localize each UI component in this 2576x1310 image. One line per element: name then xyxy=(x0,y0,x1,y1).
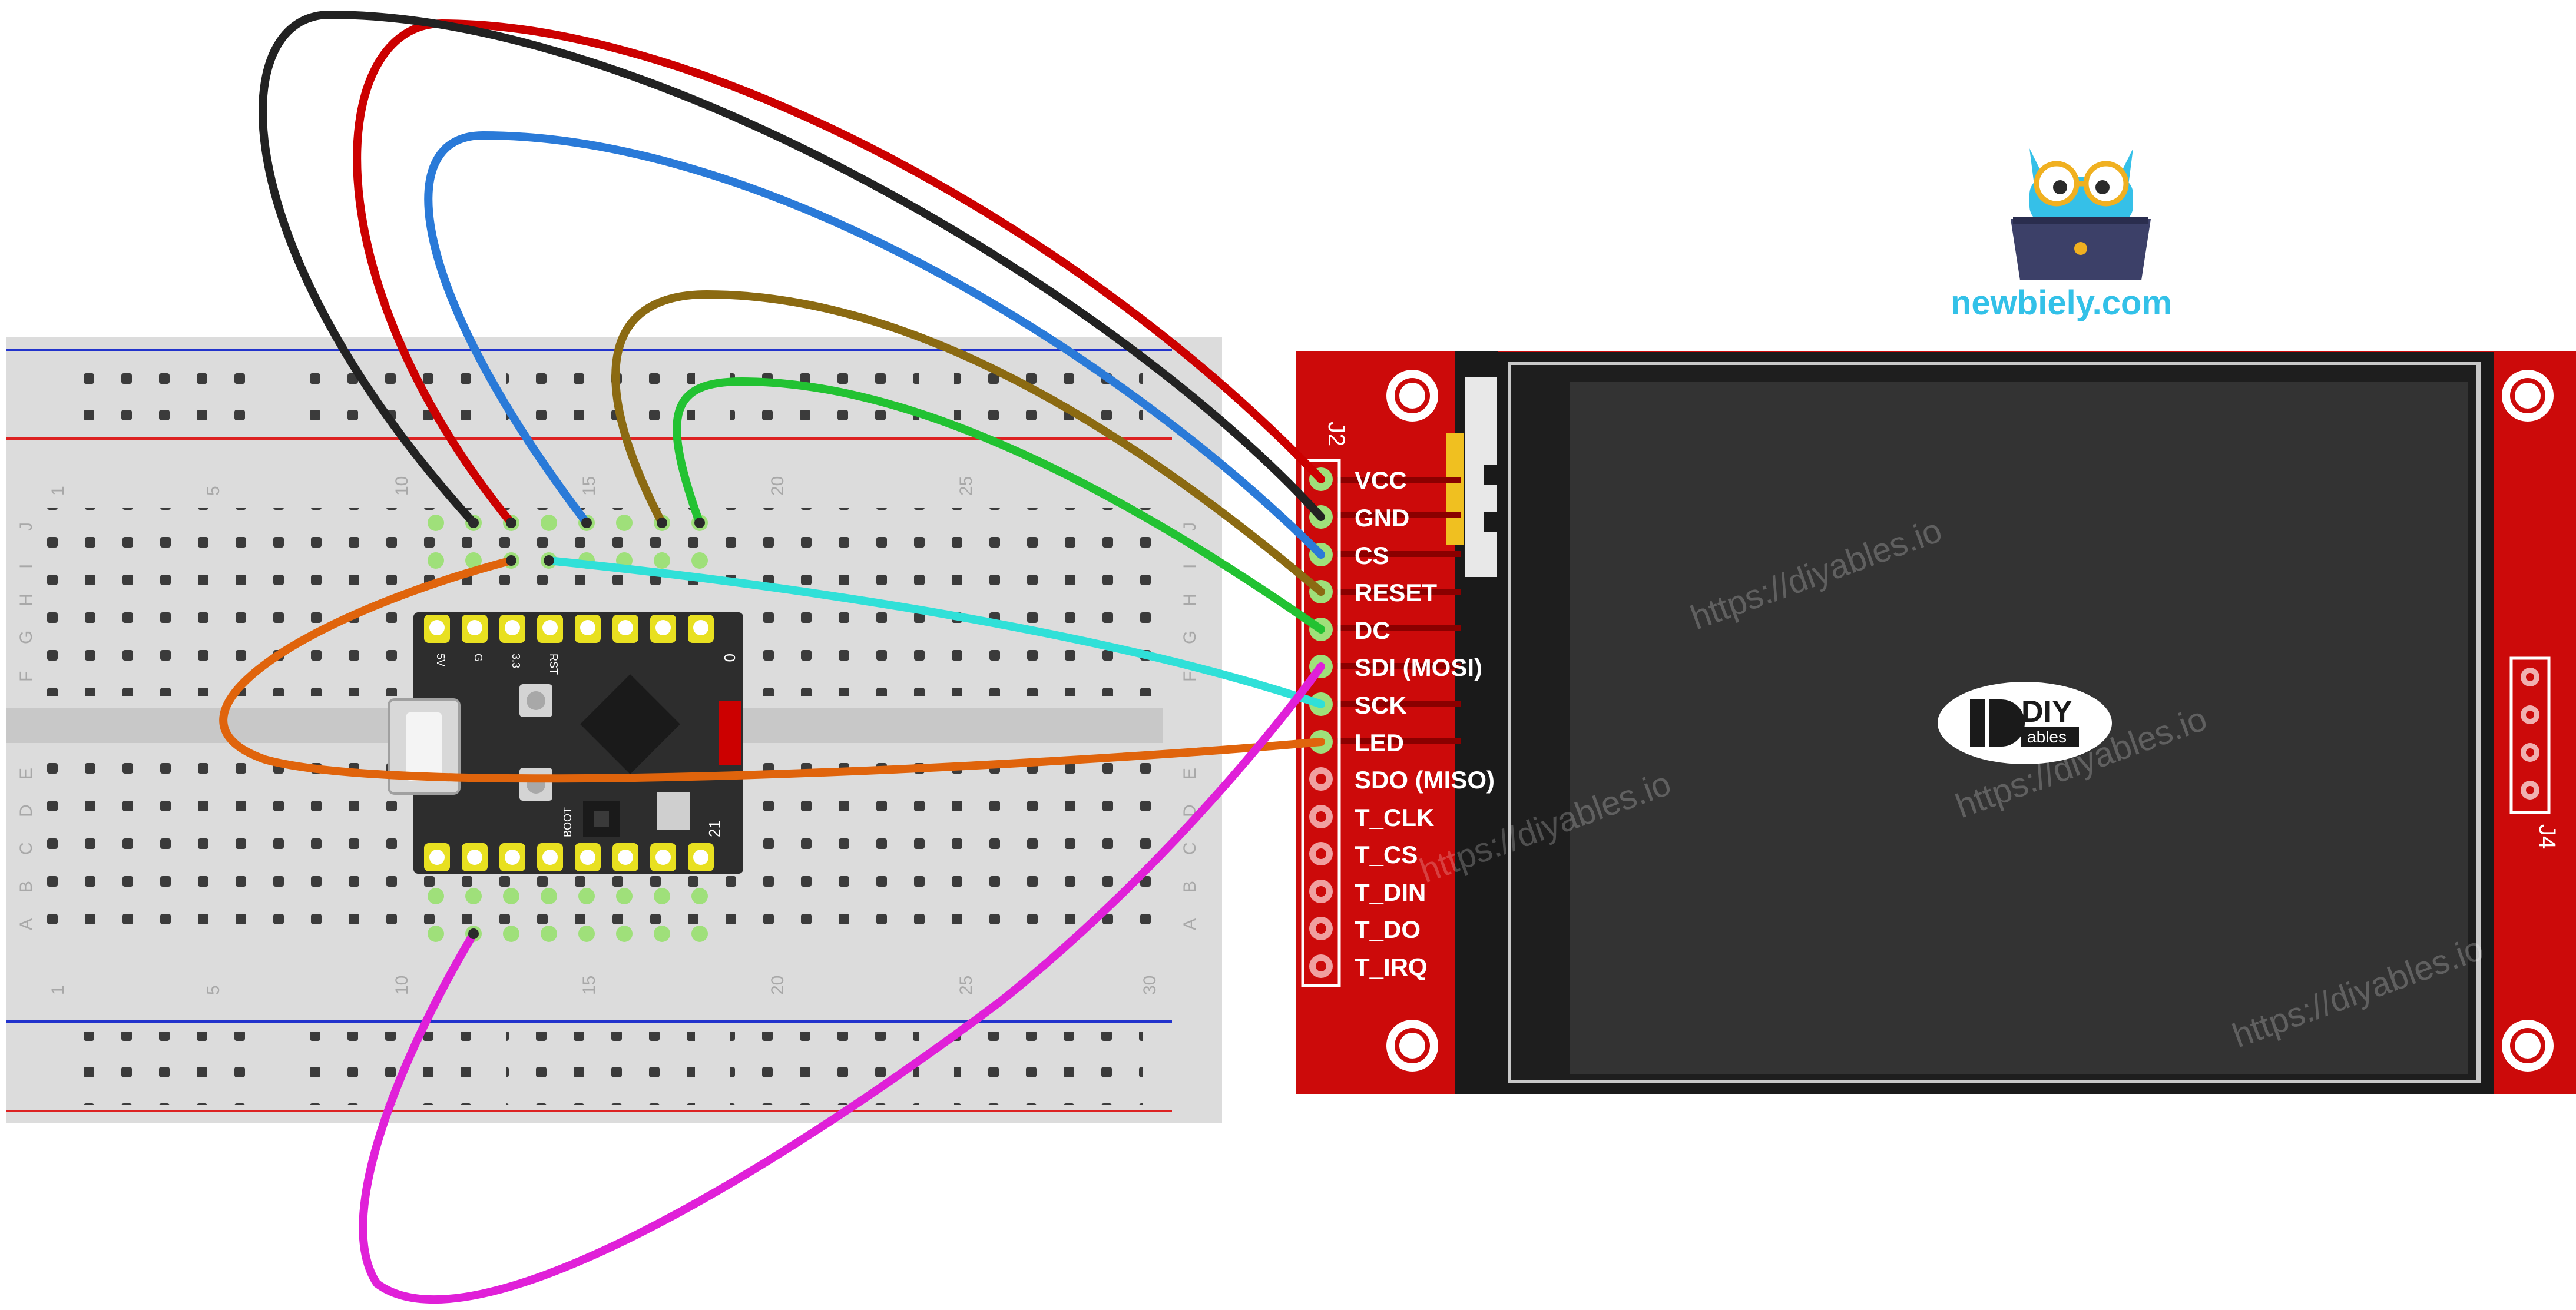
row-letter: B xyxy=(1180,881,1200,893)
col-num: 1 xyxy=(48,486,68,496)
bottom-rail-holes xyxy=(59,1032,1143,1105)
row-letter: F xyxy=(1180,671,1200,682)
gnd-wire xyxy=(259,10,1325,527)
row-letter: J xyxy=(16,522,36,531)
pin-label-led: LED xyxy=(1355,729,1404,757)
row-letter: I xyxy=(1180,564,1200,569)
logo-ables: ables xyxy=(2027,728,2067,746)
pin-label-cs: CS xyxy=(1355,542,1389,569)
pin-label-reset: RESET xyxy=(1355,579,1437,606)
sdi-wire xyxy=(359,662,1325,1304)
pin-label-t-irq: T_IRQ xyxy=(1355,953,1428,981)
row-letter: G xyxy=(1180,631,1200,644)
row-letter: C xyxy=(16,842,36,855)
pin-label-gnd: GND xyxy=(1355,504,1409,532)
dc-wire xyxy=(673,377,1325,634)
board-label-0: 0 xyxy=(721,654,739,662)
col-num: 25 xyxy=(956,976,976,995)
brand-name: newbiely.com xyxy=(1951,284,2172,322)
col-num: 15 xyxy=(580,476,599,496)
pin-label-dc: DC xyxy=(1355,616,1390,644)
pin-label-sdo: SDO (MISO) xyxy=(1355,766,1495,794)
active-holes xyxy=(428,515,708,942)
header-j2 xyxy=(1301,459,1341,987)
header-j4 xyxy=(2509,656,2551,814)
row-letter: F xyxy=(16,671,36,682)
col-num: 5 xyxy=(204,486,223,496)
row-letter: E xyxy=(1180,768,1200,780)
mount-holes xyxy=(1386,370,2554,1072)
logo-diy: DIY xyxy=(2021,695,2072,729)
newbiely-logo: newbiely.com xyxy=(1951,148,2172,322)
col-num: 10 xyxy=(392,976,412,995)
col-num: 5 xyxy=(204,985,223,995)
row-letter: H xyxy=(1180,593,1200,606)
row-letter: D xyxy=(16,804,36,817)
board-label-g: G xyxy=(472,654,484,662)
col-num: 25 xyxy=(956,476,976,496)
header-j2-label: J2 xyxy=(1323,422,1349,446)
row-letter: J xyxy=(1180,522,1200,531)
board-label-rst: RST xyxy=(548,654,559,675)
col-num: 30 xyxy=(1140,976,1160,995)
vcc-wire xyxy=(353,19,1325,527)
pin-label-sck: SCK xyxy=(1355,691,1407,719)
sck-wire xyxy=(545,556,1325,708)
header-j4-label: J4 xyxy=(2534,824,2560,849)
cs-wire xyxy=(424,131,1325,559)
reset-wire xyxy=(611,290,1325,596)
col-num: 10 xyxy=(392,476,412,496)
col-num: 20 xyxy=(768,476,787,496)
esp32-board: 5V G 3.3 RST 0 BOOT 21 xyxy=(388,612,743,874)
row-letter: H xyxy=(16,593,36,606)
board-label-21: 21 xyxy=(706,820,723,837)
row-letter: B xyxy=(16,881,36,893)
pin-label-t-do: T_DO xyxy=(1355,916,1421,943)
pin-label-t-cs: T_CS xyxy=(1355,841,1418,868)
col-num: 1 xyxy=(48,985,68,995)
col-num: 20 xyxy=(768,976,787,995)
mcu-chip xyxy=(580,674,680,774)
row-letter: A xyxy=(16,918,36,930)
board-label-3v3: 3.3 xyxy=(510,654,522,668)
pin-label-sdi: SDI (MOSI) xyxy=(1355,654,1482,681)
wires xyxy=(219,10,1325,1304)
diyables-logo: DIY ables xyxy=(1938,682,2112,764)
row-letter: A xyxy=(1180,918,1200,930)
board-label-5v: 5V xyxy=(435,654,446,666)
pin-label-t-din: T_DIN xyxy=(1355,878,1426,906)
row-letter: E xyxy=(16,768,36,780)
pin-label-t-clk: T_CLK xyxy=(1355,804,1434,831)
wire-ends xyxy=(468,518,705,939)
board-label-boot: BOOT xyxy=(562,807,574,837)
top-rail-holes xyxy=(59,360,1143,433)
led-wire xyxy=(219,556,1325,783)
tft-module: J2 J4 VCC GND CS RESET DC SD xyxy=(1296,351,2576,1094)
col-num: 15 xyxy=(580,976,599,995)
row-letter: I xyxy=(16,564,36,569)
row-letter: C xyxy=(1180,842,1200,855)
pin-label-vcc: VCC xyxy=(1355,466,1407,494)
row-letter: G xyxy=(16,631,36,644)
